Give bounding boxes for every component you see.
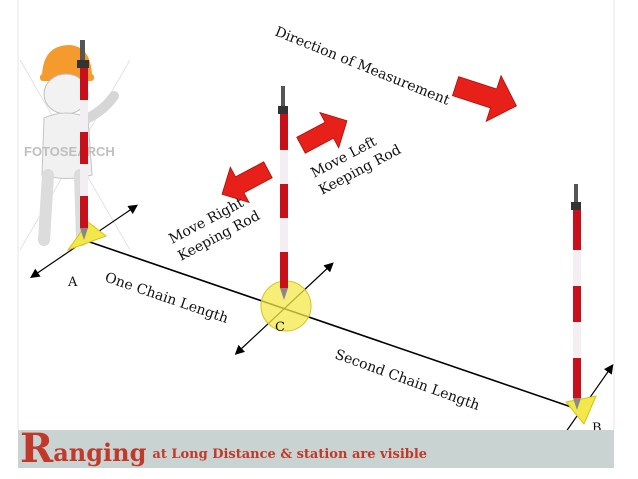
direction-of-measurement-label: Direction of Measurement (273, 24, 453, 109)
station-b-triangle (565, 395, 597, 425)
move-left-arrow-icon (296, 111, 348, 154)
move-right-arrow-icon (221, 161, 273, 204)
station-b-label: B (592, 421, 602, 436)
footer-text: at Long Distance & station are visible (152, 447, 428, 462)
ranging-rod-a (77, 40, 89, 240)
station-c-label: C (275, 320, 285, 335)
chain-line (83, 239, 581, 411)
direction-arrow-icon (451, 74, 517, 123)
second-chain-length-label: Second Chain Length (333, 347, 482, 414)
station-a-triangle (66, 221, 108, 252)
footer-word: anging (53, 438, 147, 467)
watermark-text: FOTOSEARCH (24, 144, 115, 159)
station-a-label: A (67, 275, 78, 290)
one-chain-length-label: One Chain Length (103, 270, 231, 327)
ranging-rod-b (571, 184, 581, 410)
footer-initial: R (20, 425, 54, 472)
ranging-rod-c (278, 86, 288, 300)
worker-figure (19, 45, 131, 251)
